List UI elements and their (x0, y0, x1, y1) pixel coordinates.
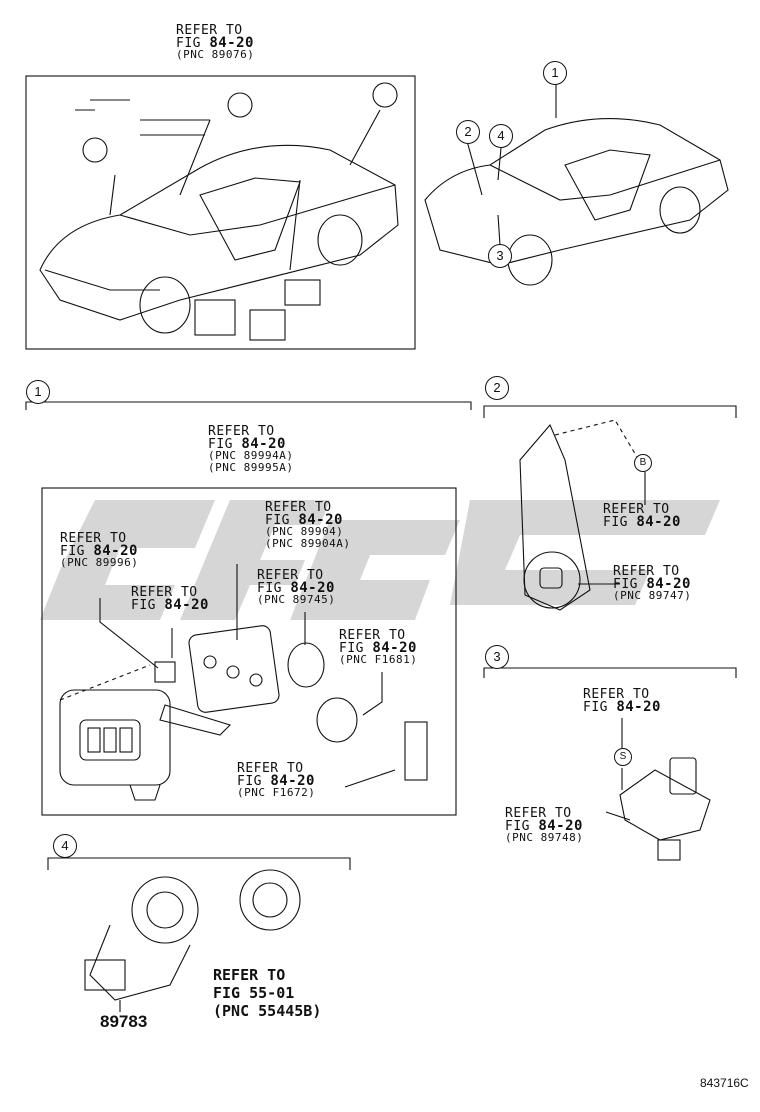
callout-sec2-sensor: REFER TO FIG 84-20 (PNC 89747) (613, 564, 692, 602)
refer-text: REFER TO (583, 687, 650, 702)
callout-sec4: REFER TO FIG 55-01 (PNC 55445B) (213, 966, 321, 1020)
section1-box (41, 487, 457, 816)
callout-sec1-upper: REFER TO FIG 84-20 (PNC 89904) (PNC 8990… (265, 500, 351, 550)
fig-number: 84-20 (270, 773, 315, 789)
pnc-text: (PNC 89745) (257, 593, 336, 606)
fig-text: FIG (257, 581, 282, 596)
pnc-text: (PNC 89904A) (265, 537, 351, 550)
fig-number: 84-20 (298, 512, 343, 528)
part-number: 89783 (100, 1012, 148, 1031)
section-marker-3: 3 (485, 645, 509, 669)
pnc-text: (PNC 89995A) (208, 461, 294, 474)
fig-text: FIG (176, 36, 201, 51)
pnc-text: (PNC F1672) (237, 786, 316, 799)
callout-sec1-ring: REFER TO FIG 84-20 (PNC F1681) (339, 628, 418, 666)
section1-bracket (25, 401, 472, 410)
fig-number: 84-20 (241, 436, 286, 452)
fig-number: 84-20 (636, 514, 681, 530)
fig-text: FIG (603, 515, 628, 530)
callout-sec2-bolt: REFER TO FIG 84-20 (603, 502, 681, 530)
overview-box-left (25, 75, 416, 350)
fig-text: FIG (339, 641, 364, 656)
callout-sec3-sensor: REFER TO FIG 84-20 (PNC 89748) (505, 806, 584, 844)
refer-text: REFER TO (265, 500, 332, 515)
refer-text: REFER TO (257, 568, 324, 583)
refer-text: REFER TO (505, 806, 572, 821)
fig-text: FIG (237, 774, 262, 789)
refer-text: REFER TO (131, 585, 198, 600)
refer-text: REFER TO (176, 23, 243, 38)
fig-number: 84-20 (646, 576, 691, 592)
fig-number: 84-20 (164, 597, 209, 613)
fig-number: 84-20 (290, 580, 335, 596)
callout-sec1-lens: REFER TO FIG 84-20 (PNC 89745) (257, 568, 336, 606)
figure-id: 843716C (700, 1076, 749, 1090)
fig-ref-text: FIG 55-01 (213, 984, 295, 1002)
fig-text: FIG (613, 577, 638, 592)
fig-text: FIG (208, 437, 233, 452)
section-marker-3-top: 3 (488, 244, 512, 268)
section2-bracket (483, 405, 737, 418)
watermark (40, 500, 720, 620)
section-marker-1: 1 (26, 380, 50, 404)
refer-text: REFER TO (60, 531, 127, 546)
fig-text: FIG (265, 513, 290, 528)
refer-text: REFER TO (237, 761, 304, 776)
pnc-text: (PNC 89747) (613, 589, 692, 602)
pnc-text: (PNC 89996) (60, 556, 139, 569)
pnc-text: (PNC F1681) (339, 653, 418, 666)
section-marker-2: 2 (485, 376, 509, 400)
section-marker-1-top: 1 (543, 61, 567, 85)
fig-number: 84-20 (372, 640, 417, 656)
pnc-text: (PNC 89076) (176, 48, 255, 61)
fastener-s-marker: S (614, 748, 632, 766)
fig-text: FIG (131, 598, 156, 613)
fig-number: 84-20 (538, 818, 583, 834)
refer-text: REFER TO (603, 502, 670, 517)
fig-number: 84-20 (616, 699, 661, 715)
callout-sec3-screw: REFER TO FIG 84-20 (583, 687, 661, 715)
callout-sec1-left: REFER TO FIG 84-20 (PNC 89996) (60, 531, 139, 569)
fig-text: FIG (60, 544, 85, 559)
refer-text: REFER TO (208, 424, 275, 439)
section-marker-4: 4 (53, 834, 77, 858)
pnc-text: (PNC 55445B) (213, 1002, 322, 1020)
callout-sec1-b: REFER TO FIG 84-20 (131, 585, 209, 613)
fastener-b-marker: B (634, 454, 652, 472)
pnc-text: (PNC 89904) (265, 525, 344, 538)
fig-text: FIG (505, 819, 530, 834)
callout-top-left: REFER TO FIG 84-20 (PNC 89076) (176, 23, 255, 61)
fig-number: 84-20 (209, 35, 254, 51)
refer-text: REFER TO (613, 564, 680, 579)
refer-text: REFER TO (213, 966, 286, 984)
callout-sec1-bottom: REFER TO FIG 84-20 (PNC F1672) (237, 761, 316, 799)
callout-sec1-main: REFER TO FIG 84-20 (PNC 89994A) (PNC 899… (208, 424, 294, 474)
fig-text: FIG (583, 700, 608, 715)
section-marker-2-top: 2 (456, 120, 480, 144)
section-marker-4-top: 4 (489, 124, 513, 148)
section3-bracket (483, 667, 737, 678)
pnc-text: (PNC 89748) (505, 831, 584, 844)
section4-bracket (47, 857, 351, 870)
pnc-text: (PNC 89994A) (208, 449, 294, 462)
fig-number: 84-20 (93, 543, 138, 559)
refer-text: REFER TO (339, 628, 406, 643)
